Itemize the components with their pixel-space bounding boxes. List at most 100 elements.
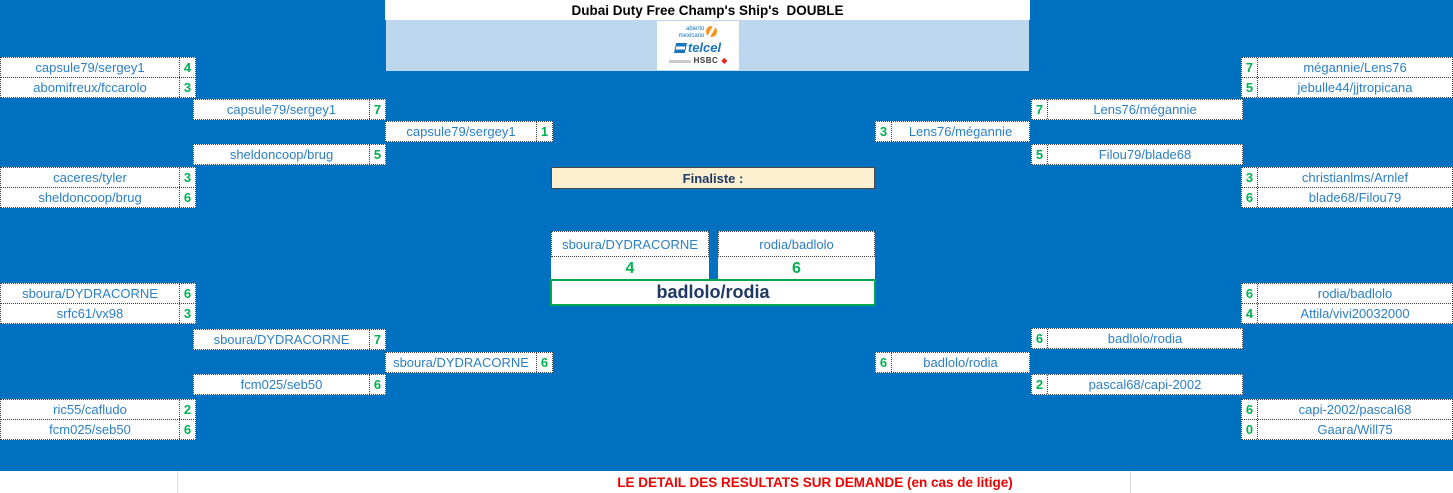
team-score: 0 [1242,420,1258,439]
team-score: 3 [1242,168,1258,187]
match-cell-right-r1-1[interactable]: 7 mégannie/Lens76 [1241,57,1453,78]
team-score: 2 [179,400,195,419]
sheet-gridline [177,471,178,493]
team-score: 7 [1242,58,1258,77]
winner-box[interactable]: badlolo/rodia [550,279,876,306]
team-score: 6 [1242,400,1258,419]
team-name: Attila/vivi20032000 [1300,306,1410,321]
team-name: capsule79/sergey1 [406,124,516,139]
match-cell-left-sf-2[interactable]: sboura/DYDRACORNE 6 [385,352,553,373]
match-cell-right-r2-2[interactable]: 5 Filou79/blade68 [1031,144,1243,165]
team-score: 6 [179,284,195,303]
team-name: capsule79/sergey1 [226,102,337,117]
team-name: jebulle44/jjtropicana [1297,80,1413,95]
team-score: 4 [1242,304,1258,323]
logo-text-telcel: telcel [687,40,722,56]
page-title: Dubai Duty Free Champ's Ship's DOUBLE [571,2,844,18]
team-score: 6 [179,420,195,439]
team-name: Gaara/Will75 [1317,422,1393,437]
team-score: 6 [876,353,892,372]
team-name: fcm025/seb50 [49,422,131,437]
match-cell-left-r1-7[interactable]: ric55/cafludo 2 [0,399,196,420]
final-team-name: sboura/DYDRACORNE [551,231,709,257]
match-cell-left-r2-3[interactable]: sboura/DYDRACORNE 7 [193,329,386,350]
match-cell-right-r2-3[interactable]: 6 badlolo/rodia [1031,328,1243,349]
team-score: 3 [179,78,195,97]
finaliste-label: Finaliste : [551,167,875,189]
team-score: 1 [536,122,552,141]
telcel-logo: telcel [673,40,722,56]
team-name: sheldoncoop/brug [229,147,334,162]
logo-text-mexicano: mexicano [678,32,705,39]
match-cell-right-sf-2[interactable]: 6 badlolo/rodia [875,352,1030,373]
winner-name: badlolo/rodia [656,282,770,302]
team-score: 6 [369,375,385,394]
match-cell-left-r1-1[interactable]: capsule79/sergey1 4 [0,57,196,78]
logo-text-hsbc: HSBC [693,56,719,66]
team-name: abomifreux/fccarolo [33,80,147,95]
match-cell-right-r1-6[interactable]: 4 Attila/vivi20032000 [1241,303,1453,324]
match-cell-right-r1-4[interactable]: 6 blade68/Filou79 [1241,187,1453,208]
team-score: 3 [876,122,892,141]
team-name: Lens76/mégannie [908,124,1013,139]
abierto-mexicano-logo: abierto mexicano [678,25,718,40]
match-cell-right-r1-7[interactable]: 6 capi-2002/pascal68 [1241,399,1453,420]
hsbc-logo: HSBC ◆ [668,56,727,66]
team-score: 5 [369,145,385,164]
final-team-score: 6 [792,259,801,277]
match-cell-left-r1-2[interactable]: abomifreux/fccarolo 3 [0,77,196,98]
match-cell-right-sf-1[interactable]: 3 Lens76/mégannie [875,121,1030,142]
sheet-gridline [1130,471,1131,493]
team-score: 7 [369,330,385,349]
final-team-score: 4 [625,259,635,277]
team-name: srfc61/vx98 [56,306,124,321]
team-score: 7 [369,100,385,119]
team-name: rodia/badlolo [1317,286,1393,301]
match-cell-left-r1-6[interactable]: srfc61/vx98 3 [0,303,196,324]
telcel-flag-icon [673,42,687,53]
presented-by-text [668,59,691,63]
final-right-column[interactable]: rodia/badlolo 6 [718,231,875,280]
team-score: 2 [1032,375,1048,394]
match-cell-right-r2-4[interactable]: 2 pascal68/capi-2002 [1031,374,1243,395]
match-cell-left-r1-8[interactable]: fcm025/seb50 6 [0,419,196,440]
team-score: 5 [1032,145,1048,164]
team-score: 5 [1242,78,1258,97]
match-cell-left-r2-1[interactable]: capsule79/sergey1 7 [193,99,386,120]
footer-note: LE DETAIL DES RESULTATS SUR DEMANDE (en … [177,472,1453,493]
footer-text: LE DETAIL DES RESULTATS SUR DEMANDE (en … [617,475,1013,490]
match-cell-left-r1-5[interactable]: sboura/DYDRACORNE 6 [0,283,196,304]
logo-text-abierto: abierto [685,25,705,32]
match-cell-right-r1-8[interactable]: 0 Gaara/Will75 [1241,419,1453,440]
team-score: 4 [179,58,195,77]
team-name: capsule79/sergey1 [35,60,145,75]
team-name: christianlms/Arnlef [1301,170,1409,185]
team-score: 6 [1032,329,1048,348]
team-name: sboura/DYDRACORNE [393,355,529,370]
team-name: blade68/Filou79 [1308,190,1402,205]
team-name: Lens76/mégannie [1093,102,1197,117]
match-cell-left-r1-3[interactable]: caceres/tyler 3 [0,167,196,188]
team-name: caceres/tyler [53,170,127,185]
team-score: 6 [1242,188,1258,207]
team-name: fcm025/seb50 [240,377,323,392]
match-cell-left-r1-4[interactable]: sheldoncoop/brug 6 [0,187,196,208]
finaliste-text: Finaliste : [682,170,744,186]
match-cell-right-r1-5[interactable]: 6 rodia/badlolo [1241,283,1453,304]
team-name: mégannie/Lens76 [1303,60,1407,75]
match-cell-left-r2-2[interactable]: sheldoncoop/brug 5 [193,144,386,165]
team-name: pascal68/capi-2002 [1088,377,1202,392]
match-cell-left-r2-4[interactable]: fcm025/seb50 6 [193,374,386,395]
match-cell-right-r1-3[interactable]: 3 christianlms/Arnlef [1241,167,1453,188]
team-score: 6 [179,188,195,207]
match-cell-left-sf-1[interactable]: capsule79/sergey1 1 [385,121,553,142]
team-name: ric55/cafludo [53,402,127,417]
final-team-name: rodia/badlolo [718,231,875,257]
final-left-column[interactable]: sboura/DYDRACORNE 4 [551,231,709,280]
match-cell-right-r1-2[interactable]: 5 jebulle44/jjtropicana [1241,77,1453,98]
team-name: sheldoncoop/brug [38,190,142,205]
tennis-ball-icon [706,25,718,37]
team-name: capi-2002/pascal68 [1298,402,1412,417]
match-cell-right-r2-1[interactable]: 7 Lens76/mégannie [1031,99,1243,120]
